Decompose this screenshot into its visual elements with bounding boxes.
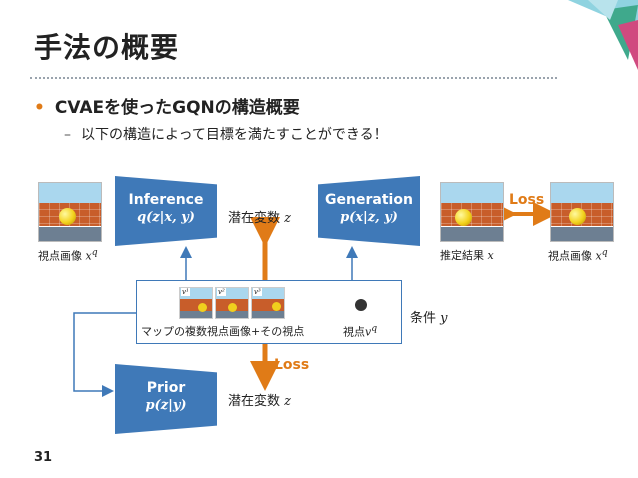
prior-formula: p(z|y) [145,398,187,413]
viewpoint-icon [355,299,367,311]
estimate-image [440,182,504,242]
bullet-text: CVAEを使ったGQNの構造概要 [54,98,300,118]
context-thumb-3: v³ [251,287,285,319]
target-view-label: 視点画像 xq [548,247,608,263]
loss-label-top: Loss [509,192,545,208]
sub-dash: – [64,127,71,143]
slide-title: 手法の概要 [34,31,180,64]
prior-block: Prior p(z|y) [115,364,217,434]
context-thumb-2: v² [215,287,249,319]
inference-title: Inference [128,192,204,208]
sub-text: 以下の構造によって目標を満たすことができる！ [81,127,388,143]
target-view-image [550,182,614,242]
maps-label: マップの複数視点画像+その視点 [141,325,305,338]
title-divider [30,77,557,79]
loss-label-middle: Loss [274,357,310,373]
latent-variable-top: 潜在変数 z [228,211,292,226]
generation-block: Generation p(x|z, y) [318,176,420,246]
inference-block: Inference q(z|x, y) [115,176,217,246]
bullet-main: • CVAEを使ったGQNの構造概要 [34,93,300,118]
generation-title: Generation [325,192,413,208]
bullet-sub: –以下の構造によって目標を満たすことができる！ [64,124,388,144]
estimate-label: 推定結果 x [440,249,494,262]
prior-title: Prior [146,380,186,396]
input-view-image [38,182,102,242]
condition-label: 条件 y [410,311,448,326]
generation-formula: p(x|z, y) [340,210,398,225]
latent-variable-bottom: 潜在変数 z [228,394,292,409]
condition-box: v¹ v² v³ マップの複数視点画像+その視点 視点vq [136,280,402,344]
viewpoint-label: 視点vq [343,323,378,339]
input-view-label: 視点画像 xq [38,247,98,263]
corner-decoration [568,0,638,70]
bullet-dot: • [34,98,45,118]
context-thumb-1: v¹ [179,287,213,319]
inference-formula: q(z|x, y) [137,210,195,225]
page-number: 31 [34,450,53,465]
